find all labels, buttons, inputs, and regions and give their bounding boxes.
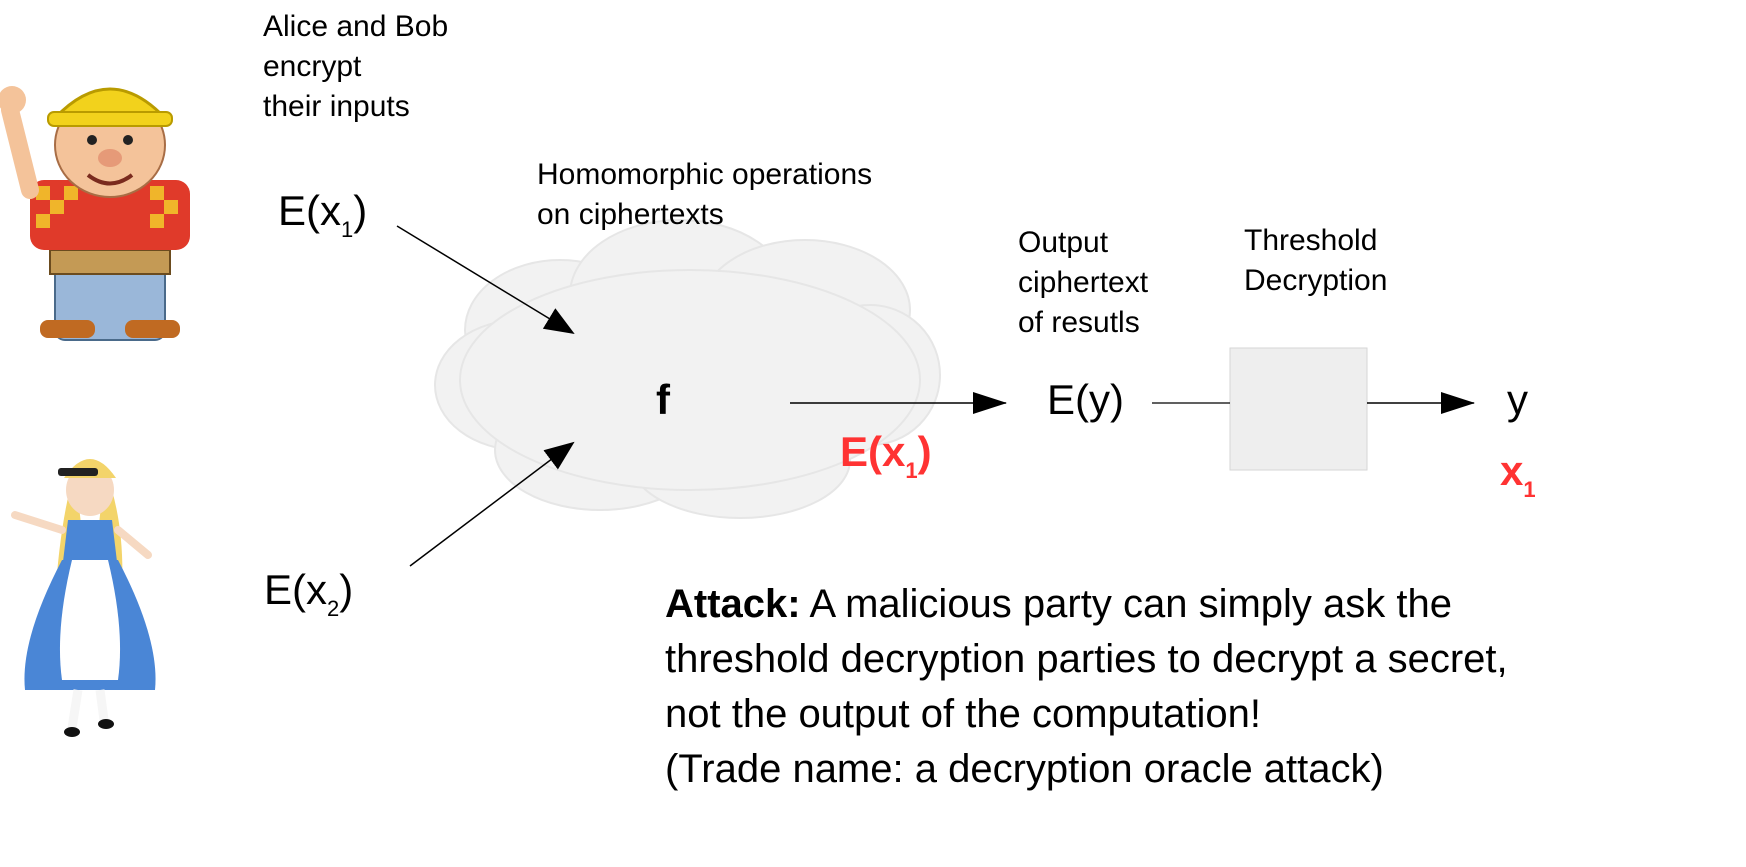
e-x1-label: E(x1) bbox=[278, 186, 368, 241]
output-caption-line: Output bbox=[1018, 226, 1109, 259]
malicious-e-x1-subscript: 1 bbox=[905, 458, 918, 483]
leaked-x-symbol: x bbox=[1500, 447, 1524, 494]
malicious-e-x1-open: E(x bbox=[840, 428, 906, 475]
output-caption-line: ciphertext bbox=[1018, 266, 1149, 299]
homomorphic-caption: Homomorphic operations on ciphertexts bbox=[537, 155, 872, 235]
e-x2-subscript: 2 bbox=[327, 596, 340, 621]
attack-heading: Attack: bbox=[665, 582, 801, 626]
threshold-box bbox=[1229, 347, 1368, 471]
output-caption-line: of resutls bbox=[1018, 306, 1140, 339]
bob-illustration bbox=[0, 86, 190, 341]
leaked-x1-label: x1 bbox=[1500, 446, 1536, 501]
arrow-x2-to-f bbox=[409, 441, 575, 567]
homomorphic-caption-line: Homomorphic operations bbox=[537, 158, 873, 191]
y-label: y bbox=[1507, 376, 1528, 423]
e-x1-close: ) bbox=[353, 187, 368, 234]
encrypt-caption-line: encrypt bbox=[263, 50, 362, 83]
attack-line-3: not the output of the computation! bbox=[665, 692, 1261, 736]
function-f-label: f bbox=[656, 376, 670, 423]
attack-description: Attack: A malicious party can simply ask… bbox=[665, 577, 1508, 797]
e-x2-label: E(x2) bbox=[264, 565, 354, 620]
encrypt-caption-line: their inputs bbox=[263, 90, 410, 123]
encrypt-caption: Alice and Bob encrypt their inputs bbox=[263, 7, 448, 127]
arrow-x1-to-f bbox=[396, 225, 575, 335]
homomorphic-caption-line: on ciphertexts bbox=[537, 198, 724, 231]
attack-line-4: (Trade name: a decryption oracle attack) bbox=[665, 747, 1384, 791]
attack-text: A malicious party can simply ask the bbox=[800, 582, 1452, 626]
attack-line-1: Attack: A malicious party can simply ask… bbox=[665, 577, 1508, 632]
output-caption: Output ciphertext of resutls bbox=[1018, 223, 1148, 343]
cloud-shape bbox=[434, 219, 941, 519]
threshold-caption-line: Decryption bbox=[1244, 264, 1388, 297]
e-x2-close: ) bbox=[339, 566, 354, 613]
e-x1-open: E(x bbox=[278, 187, 341, 234]
e-x2-open: E(x bbox=[264, 566, 327, 613]
e-y-label: E(y) bbox=[1047, 376, 1124, 423]
threshold-caption-line: Threshold bbox=[1244, 224, 1378, 257]
attack-line-2: threshold decryption parties to decrypt … bbox=[665, 637, 1508, 681]
alice-illustration bbox=[11, 459, 156, 737]
e-x1-subscript: 1 bbox=[341, 217, 354, 242]
leaked-x-subscript: 1 bbox=[1523, 477, 1536, 502]
malicious-e-x1-close: ) bbox=[917, 428, 932, 475]
malicious-e-x1-label: E(x1) bbox=[840, 427, 932, 482]
encrypt-caption-line: Alice and Bob bbox=[263, 10, 449, 43]
threshold-caption: Threshold Decryption bbox=[1244, 221, 1387, 301]
